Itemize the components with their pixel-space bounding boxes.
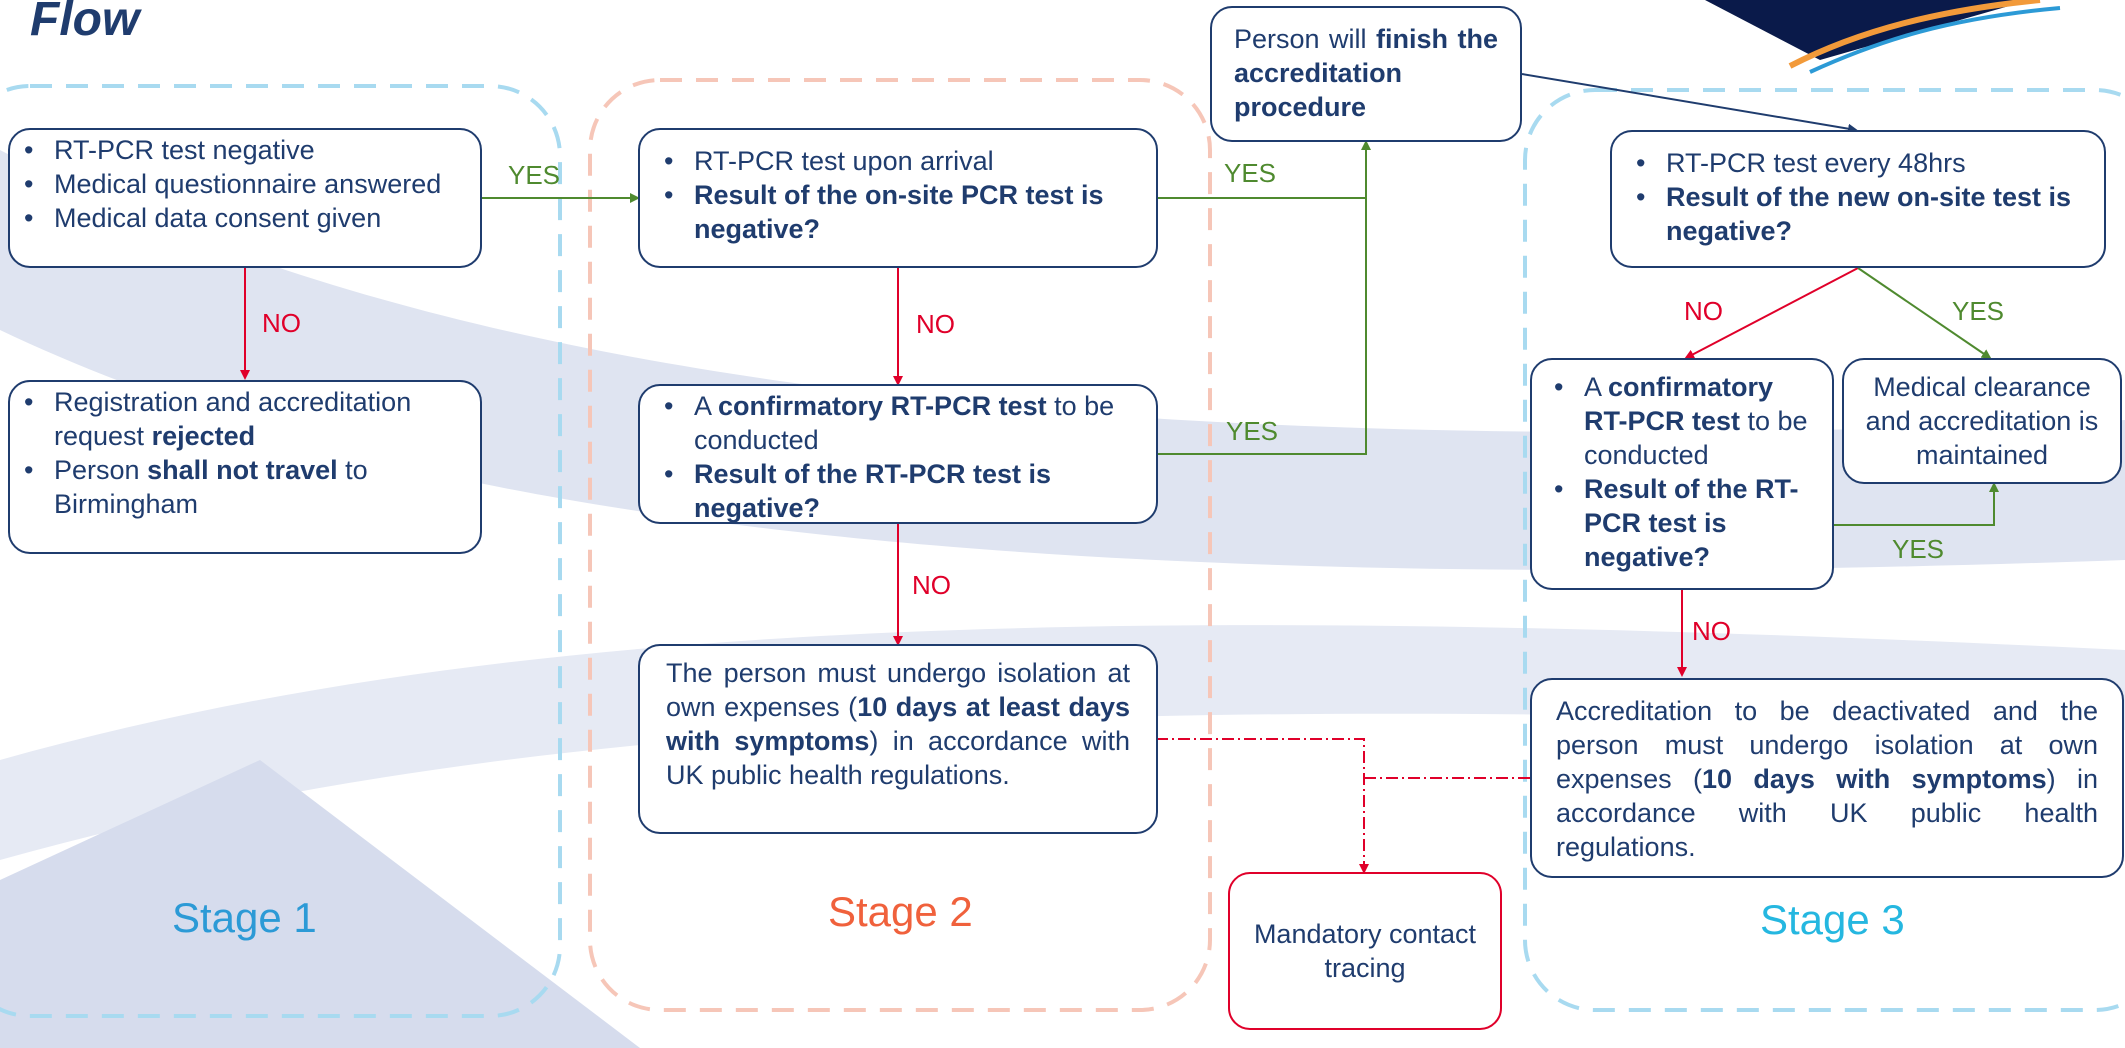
s2-isolation-text: The person must undergo isolation at own… xyxy=(666,658,1130,722)
s2-isolation-box: The person must undergo isolation at own… xyxy=(638,644,1158,834)
s2-confirm-no-label: NO xyxy=(912,570,951,600)
contact-tracing-text: Mandatory contact tracing xyxy=(1253,919,1477,983)
s1-rejected-bold: rejected xyxy=(151,421,256,451)
s3-every48-question: Result of the new on-site test is negati… xyxy=(1636,180,2080,248)
arrow-s2-isolation-tracing xyxy=(1156,738,1369,874)
arrow-s3-no xyxy=(1684,267,1859,359)
s1-criteria-item: RT-PCR test negative xyxy=(24,133,466,167)
s3-every48-box: RT-PCR test every 48hrs Result of the ne… xyxy=(1610,130,2106,268)
s1-no-travel-tail: to Birmingham xyxy=(54,455,368,519)
s3-confirm-item: A confirmatory RT-PCR test to be conduct… xyxy=(1554,370,1810,472)
s3-deactivate-tail: ) in accordance with UK public health re… xyxy=(1556,764,2098,862)
s1-yes-label: YES xyxy=(508,160,561,190)
s2-arrival-question-text: Result of the on-site PCR test is negati… xyxy=(694,180,1104,244)
stage1-label: Stage 1 xyxy=(172,894,317,941)
s3-yes-label: YES xyxy=(1952,296,2005,326)
s2-confirm-yes-label: YES xyxy=(1226,416,1279,446)
s1-criteria-item: Medical data consent given xyxy=(24,201,466,235)
s1-rejected-box: Registration and accreditation request r… xyxy=(8,380,482,554)
logo-corner-accent xyxy=(1788,0,2041,69)
s3-confirm-tail: to be conducted xyxy=(1584,406,1808,470)
background-swoosh-left xyxy=(0,760,640,1048)
s3-confirm-yes-label: YES xyxy=(1892,534,1945,564)
line-s2-confirm-yes xyxy=(1157,198,1367,455)
s2-confirm-bold: confirmatory RT-PCR test xyxy=(718,391,1047,421)
s3-no-label: NO xyxy=(1684,296,1723,326)
s2-arrival-yes-label: YES xyxy=(1224,158,1277,188)
s3-confirm-no-label: NO xyxy=(1692,616,1731,646)
s2-arrival-item: RT-PCR test upon arrival xyxy=(664,144,1132,178)
s1-rejected-text: Registration and accreditation request xyxy=(54,387,412,451)
s2-isolation-tail: ) in accordance with UK public health re… xyxy=(666,726,1130,790)
s2-arrival-box: RT-PCR test upon arrival Result of the o… xyxy=(638,128,1158,268)
s2-confirm-tail: to be conducted xyxy=(694,391,1115,455)
s3-deactivate-bold: 10 days with symptoms xyxy=(1701,764,2047,794)
arrow-s3-confirm-yes xyxy=(1834,482,1999,526)
s3-clearance-box: Medical clearance and accreditation is m… xyxy=(1842,358,2122,484)
s2-isolation-bold: 10 days at least days with symptoms xyxy=(666,692,1131,756)
arrow-finish-to-s3 xyxy=(1521,73,1858,134)
s3-confirm-text: A xyxy=(1584,372,1609,402)
s2-confirm-text: A xyxy=(694,391,719,421)
s3-clearance-text: Medical clearance and accreditation is m… xyxy=(1865,372,2099,470)
s2-confirm-question-text: Result of the RT-PCR test is negative? xyxy=(694,459,1052,523)
s1-criteria-box: RT-PCR test negative Medical questionnai… xyxy=(8,128,482,268)
s3-deactivate-box: Accreditation to be deactivated and the … xyxy=(1530,678,2124,878)
s3-every48-item: RT-PCR test every 48hrs xyxy=(1636,146,2080,180)
logo-corner-accent-blue xyxy=(1809,6,2061,74)
s2-confirm-question: Result of the RT-PCR test is negative? xyxy=(664,457,1132,525)
s3-confirm-box: A confirmatory RT-PCR test to be conduct… xyxy=(1530,358,1834,590)
stage2-region xyxy=(588,78,1212,1012)
stage2-label: Stage 2 xyxy=(828,888,973,935)
finish-bold: finish the accreditation procedure xyxy=(1234,24,1498,122)
finish-box: Person will finish the accreditation pro… xyxy=(1210,6,1522,142)
stage3-region xyxy=(1523,88,2125,1012)
stage3-label: Stage 3 xyxy=(1760,896,1905,943)
s3-confirm-question: Result of the RT-PCR test is negative? xyxy=(1554,472,1810,574)
s3-every48-question-text: Result of the new on-site test is negati… xyxy=(1666,182,2072,246)
s2-arrival-no-label: NO xyxy=(916,309,955,339)
s1-rejected-item: Registration and accreditation request r… xyxy=(24,385,466,453)
stage1-region xyxy=(0,84,562,1018)
s1-no-travel-text: Person xyxy=(54,455,148,485)
s3-confirm-bold: confirmatory RT-PCR test xyxy=(1584,372,1774,436)
page-title: Flow xyxy=(30,0,140,46)
s2-confirm-box: A confirmatory RT-PCR test to be conduct… xyxy=(638,384,1158,524)
finish-text: Person will xyxy=(1234,24,1377,54)
s2-arrival-question: Result of the on-site PCR test is negati… xyxy=(664,178,1132,246)
s1-criteria-item: Medical questionnaire answered xyxy=(24,167,466,201)
s3-confirm-question-text: Result of the RT-PCR test is negative? xyxy=(1584,474,1799,572)
s1-no-travel-bold: shall not travel xyxy=(147,455,338,485)
s1-no-label: NO xyxy=(262,308,301,338)
s1-no-travel-item: Person shall not travel to Birmingham xyxy=(24,453,466,521)
s2-confirm-item: A confirmatory RT-PCR test to be conduct… xyxy=(664,389,1132,457)
s3-deactivate-text: Accreditation to be deactivated and the … xyxy=(1556,696,2098,794)
contact-tracing-box: Mandatory contact tracing xyxy=(1228,872,1502,1030)
arrow-s3-yes xyxy=(1857,267,1992,360)
